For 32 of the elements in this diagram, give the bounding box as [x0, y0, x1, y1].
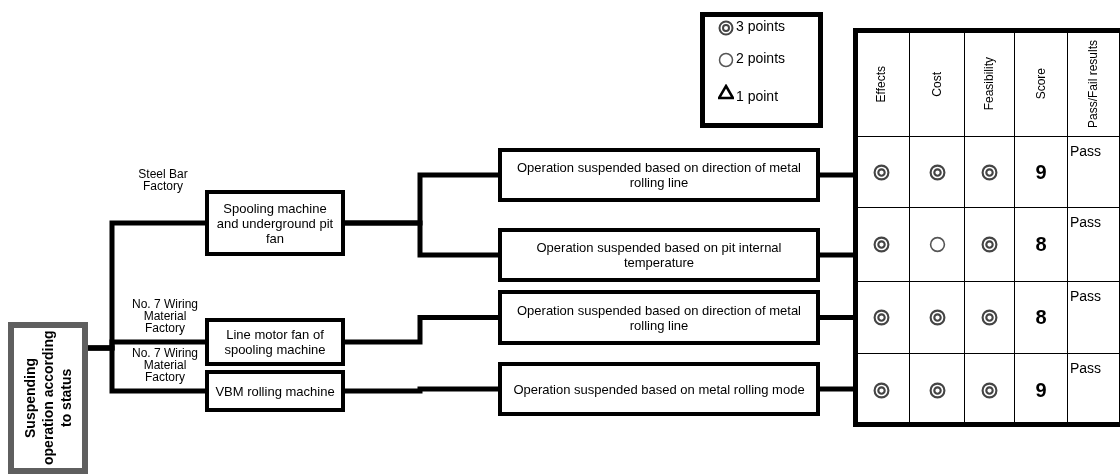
- score-value: 8: [1035, 233, 1047, 256]
- header-text: Score: [1034, 68, 1048, 100]
- result-text: Pass: [1070, 143, 1102, 159]
- result-text: Pass: [1070, 288, 1102, 304]
- root-box: Suspending operation according to status: [8, 322, 88, 474]
- connector-line: [820, 252, 853, 258]
- connector-line: [345, 220, 498, 258]
- score-value: 9: [1035, 160, 1047, 184]
- connector-line: [345, 386, 498, 394]
- process-box: Operation suspended based on pit internal temperature: [498, 228, 820, 282]
- process-box: Operation suspended based on direction of metal rolling line: [498, 148, 820, 202]
- process-box: Spooling machine and underground pit fan: [205, 190, 345, 256]
- connector-line: [820, 386, 853, 392]
- result-text: Pass: [1070, 360, 1102, 376]
- process-box: Line motor fan of spooling machine: [205, 318, 345, 366]
- score-value: 8: [1035, 306, 1047, 329]
- process-box: Operation suspended based on metal rolling mode: [498, 362, 820, 416]
- process-box: VBM rolling machine: [205, 370, 345, 412]
- connector-line: [88, 345, 205, 394]
- legend-text: 1 point: [736, 88, 780, 106]
- connector-line: [345, 315, 498, 345]
- header-text: Pass/Fail results: [1087, 40, 1100, 128]
- connector-line: [820, 315, 853, 320]
- legend-text: 3 points: [736, 18, 787, 36]
- result-text: Pass: [1070, 214, 1102, 230]
- connector-line: [820, 172, 853, 178]
- score-value: 9: [1035, 378, 1047, 402]
- process-box: Operation suspended based on direction of metal rolling line: [498, 290, 820, 345]
- header-text: Feasibility: [983, 57, 996, 111]
- legend-text: 2 points: [736, 50, 787, 68]
- header-text: Effects: [874, 65, 888, 103]
- header-text: Cost: [930, 71, 944, 97]
